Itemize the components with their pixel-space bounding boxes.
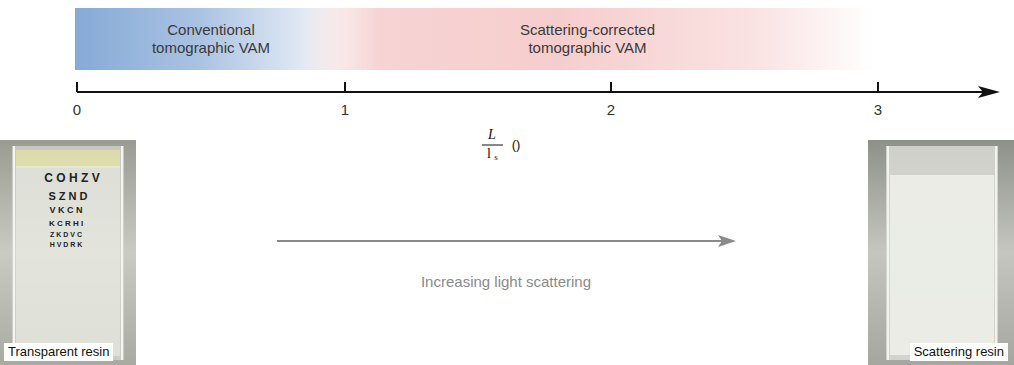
transparent-cuvette-photo (0, 140, 136, 365)
trend-arrowhead (718, 235, 736, 247)
eye-chart-row: S Z N D (48, 190, 87, 202)
axis-symbol: l (487, 146, 491, 161)
tick-label: 2 (607, 102, 615, 119)
trend-label: Increasing light scattering (421, 274, 591, 291)
band-label: Conventional tomographic VAM (136, 21, 286, 57)
eye-chart-row: Z K D V C (50, 231, 82, 239)
trend-arrow (277, 240, 722, 242)
tick-label: 3 (874, 102, 882, 119)
axis-arrowhead (978, 86, 1000, 98)
eye-chart-row: C O H Z V (44, 172, 99, 185)
fraction-bar (482, 145, 503, 146)
eye-chart-row: H V D R K (50, 241, 83, 249)
photo-caption: Scattering resin (910, 343, 1008, 361)
photo-caption: Transparent resin (4, 343, 113, 361)
band-label: Scattering-corrected tomographic VAM (503, 21, 673, 57)
axis-symbol: L (488, 127, 496, 142)
tick-label: 1 (341, 102, 349, 119)
eye-chart-row: K C R H I (49, 220, 83, 229)
eye-chart-row: V K C N (49, 206, 82, 216)
axis-ticks (77, 82, 878, 92)
axis-line (77, 91, 990, 93)
scattering-corrected-band: Scattering-corrected tomographic VAM (300, 8, 875, 70)
tick-label: 0 (73, 102, 81, 119)
scattering-cuvette-photo (868, 140, 1014, 365)
axis-unit: () (512, 138, 521, 152)
axis-subscript: s (494, 153, 498, 163)
